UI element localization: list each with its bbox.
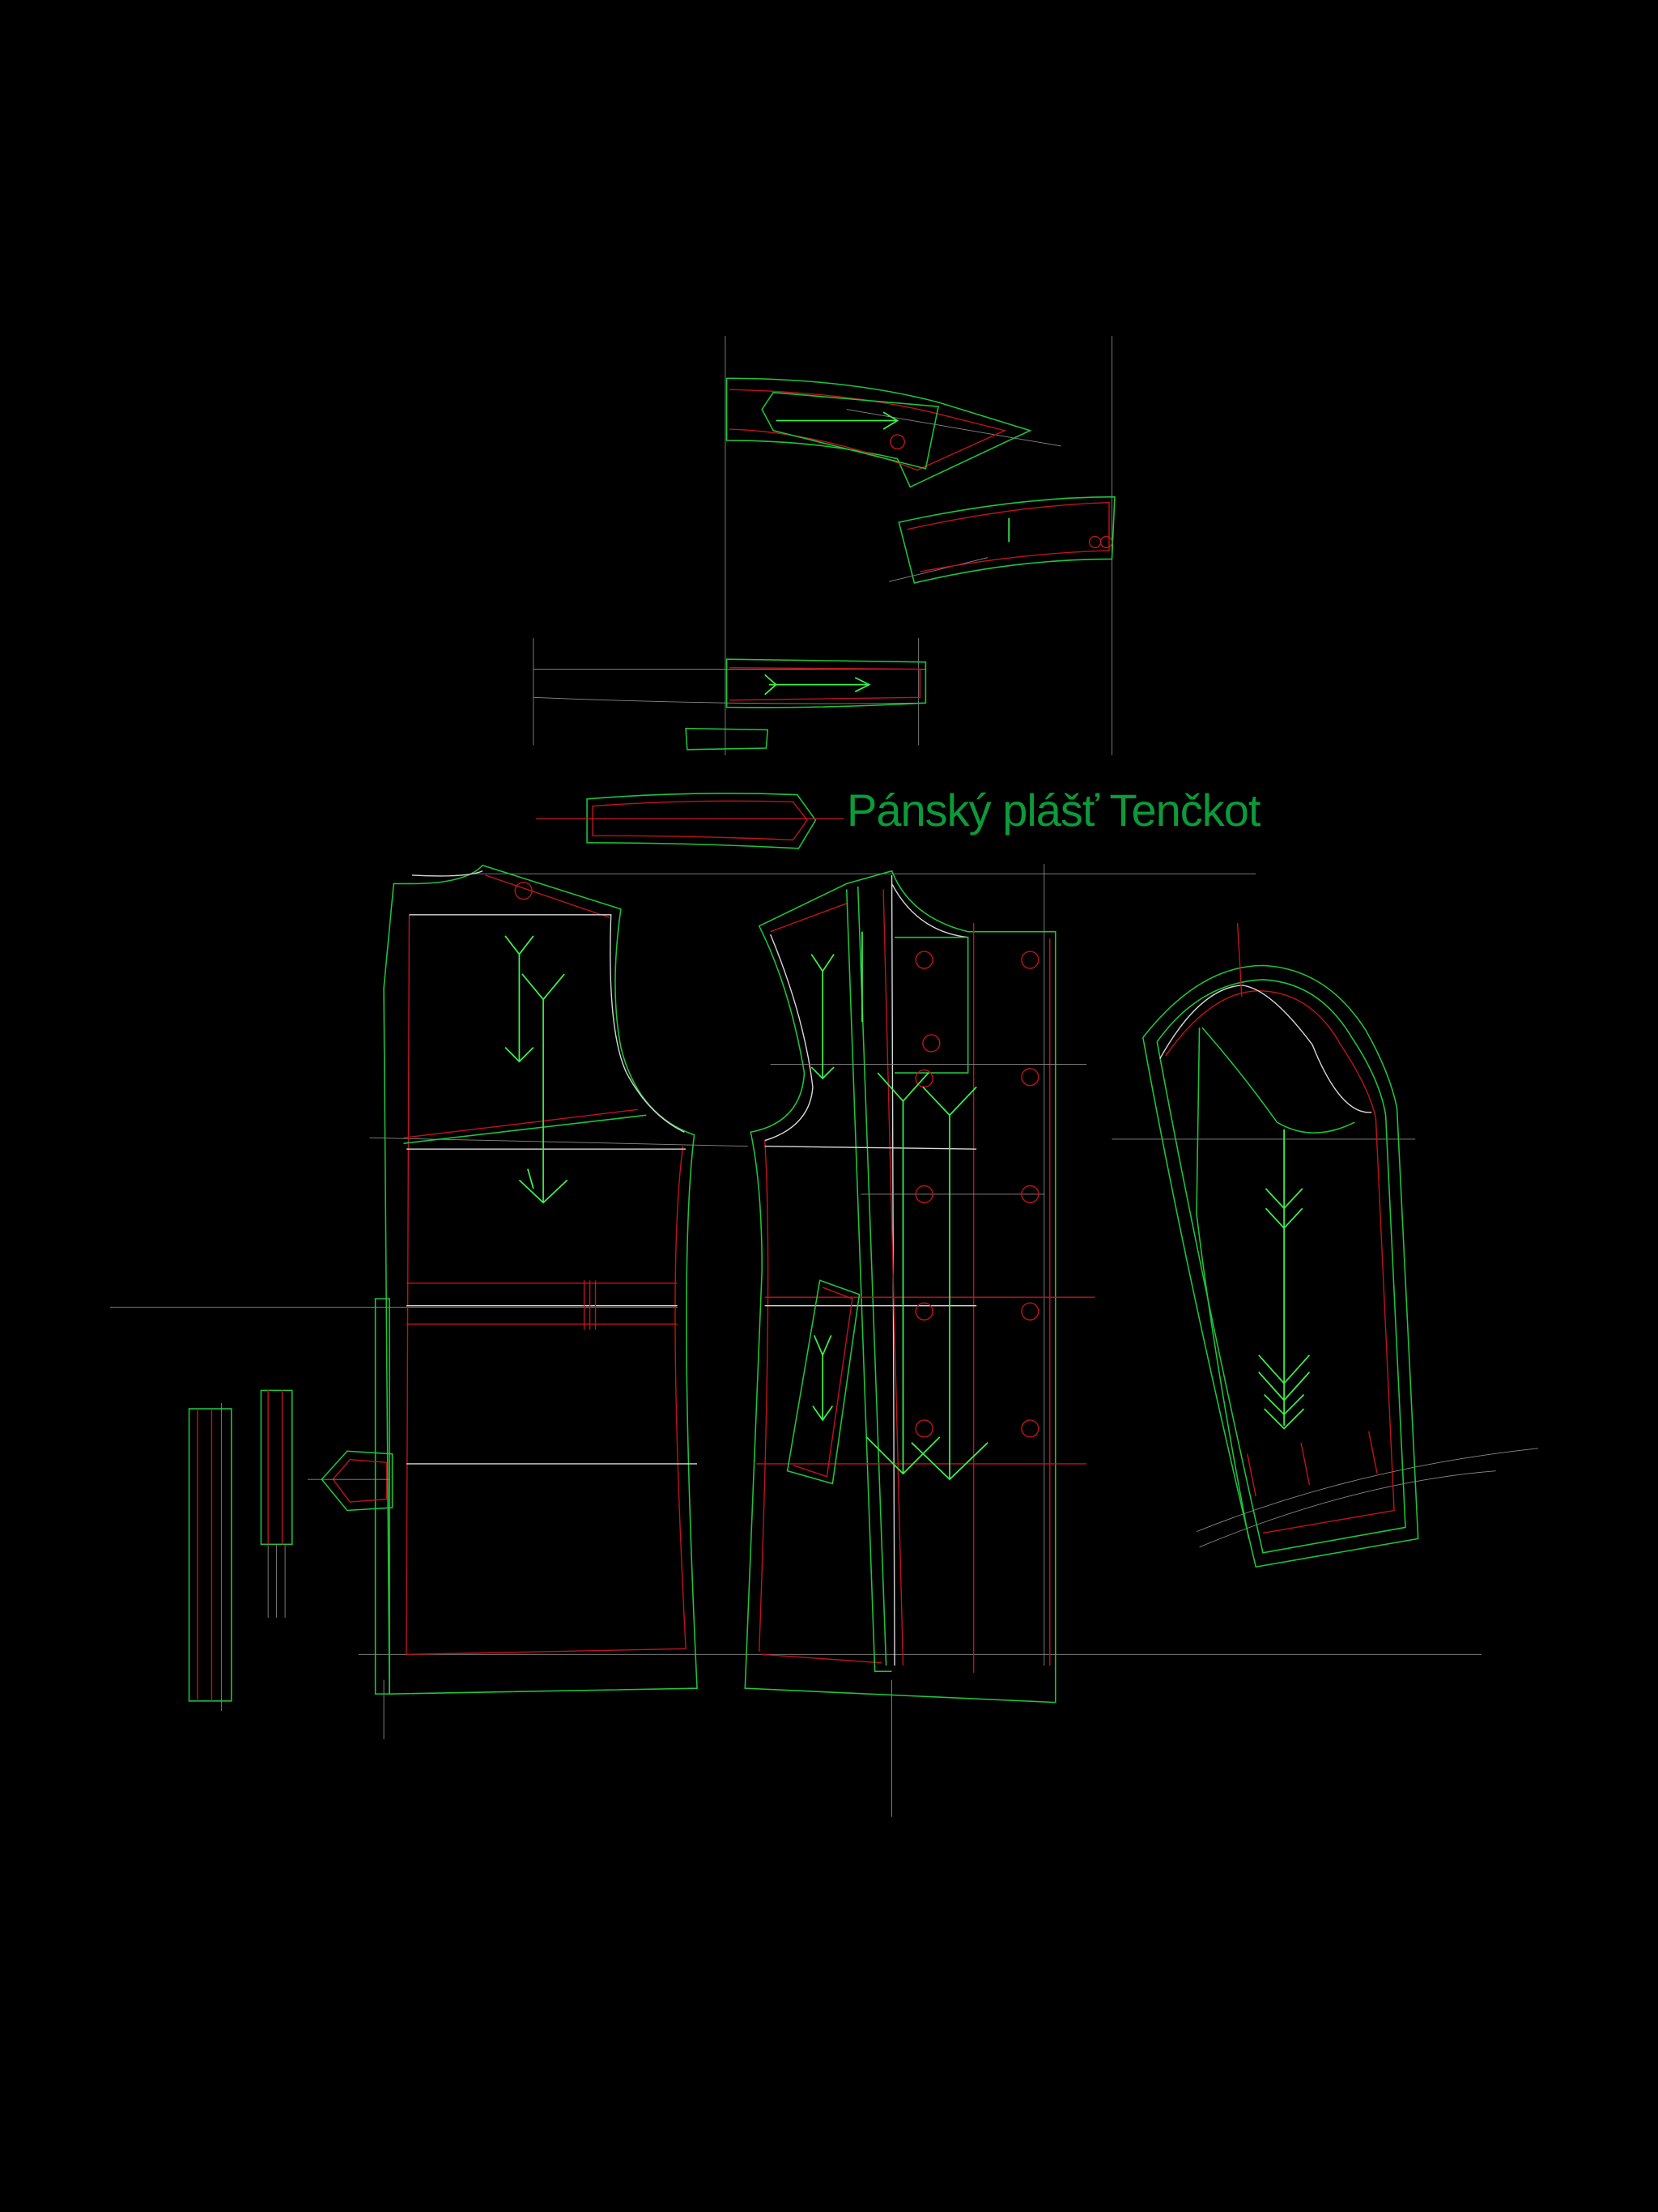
buttons [915,951,1039,1438]
collar-piece [725,377,1032,488]
belt-piece [685,658,927,751]
small-strips [188,1389,393,1712]
front-piece [744,870,1095,1704]
drawing-title: Pánský plášť Tenčkot [847,785,1261,836]
collar-stand-piece [898,496,1116,584]
tab-piece [536,793,844,849]
construction-lines [109,335,1538,1817]
back-piece [374,864,698,1695]
sleeve-piece [1141,923,1419,1568]
